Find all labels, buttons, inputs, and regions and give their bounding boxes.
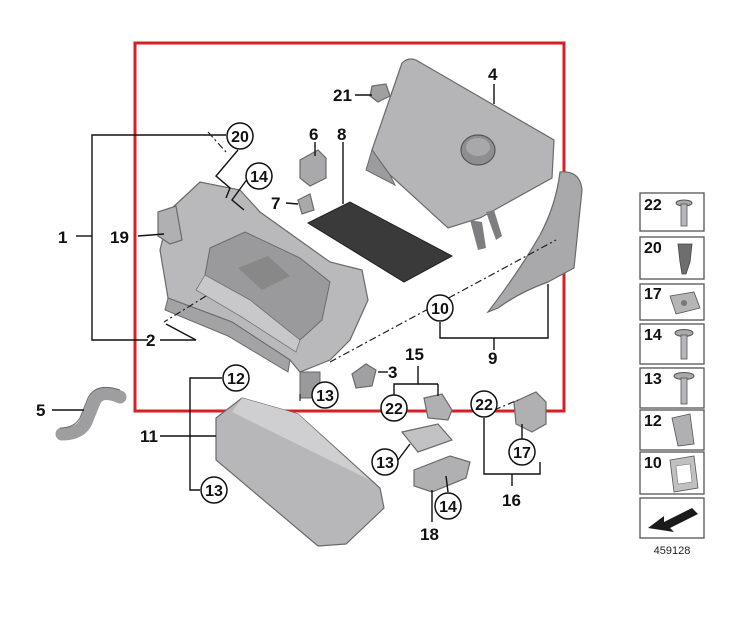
callout-19: 19 (110, 228, 129, 247)
callout-9: 9 (488, 349, 497, 368)
arrow-icon (648, 508, 698, 532)
part-glovebox-housing (159, 181, 369, 399)
callout-11: 11 (140, 427, 158, 446)
callout-16: 16 (502, 491, 521, 510)
callout-10: 10 (426, 294, 454, 322)
callout-22-right: 22 (470, 390, 498, 418)
part-bracket-15 (423, 393, 453, 421)
svg-text:22: 22 (475, 397, 493, 414)
part-plate-13 (400, 423, 454, 453)
svg-text:17: 17 (513, 445, 531, 462)
callout-2: 2 (146, 331, 155, 350)
callout-5: 5 (36, 401, 45, 420)
spring-clip-icon (671, 413, 695, 447)
plug-icon (677, 243, 693, 275)
clip-nut-icon (669, 291, 701, 315)
part-hose (55, 387, 127, 441)
svg-text:10: 10 (644, 455, 662, 472)
part-clip-3 (351, 363, 377, 389)
diagram-id: 459128 (654, 545, 691, 557)
screw-icon (674, 329, 694, 360)
part-mat (306, 201, 454, 283)
part-glovebox-lid (365, 58, 555, 250)
svg-text:22: 22 (385, 401, 403, 418)
callout-20: 20 (226, 122, 254, 150)
callout-14-lower: 14 (434, 492, 462, 520)
part-clip-21 (369, 83, 391, 103)
callout-17: 17 (508, 438, 536, 466)
svg-text:13: 13 (205, 483, 223, 500)
svg-text:10: 10 (431, 301, 449, 318)
svg-text:13: 13 (644, 371, 662, 388)
svg-text:20: 20 (231, 129, 249, 146)
svg-text:14: 14 (644, 327, 662, 344)
svg-text:14: 14 (439, 499, 457, 516)
fastener-legend: 22 20 17 14 13 12 (639, 192, 705, 557)
callout-15: 15 (405, 345, 424, 364)
screw-icon (675, 199, 693, 227)
part-bracket-18 (413, 455, 471, 493)
callout-18: 18 (420, 525, 439, 544)
part-clip-7 (297, 193, 315, 215)
svg-text:13: 13 (376, 455, 394, 472)
svg-text:12: 12 (644, 413, 662, 430)
callout-13-left: 13 (200, 476, 228, 504)
part-side-trim (486, 171, 583, 314)
legend-number: 22 (644, 197, 662, 214)
svg-text:14: 14 (250, 169, 268, 186)
callout-3: 3 (388, 363, 397, 382)
part-clip-6 (299, 149, 327, 187)
callout-4: 4 (488, 65, 498, 84)
callout-8: 8 (337, 125, 346, 144)
callout-14-upper: 14 (245, 162, 273, 190)
callout-1: 1 (58, 228, 67, 247)
callout-7: 7 (271, 194, 280, 213)
callout-13-upper: 13 (311, 381, 339, 409)
leader-lines (52, 84, 549, 522)
bracket-clip-icon (669, 455, 699, 493)
callout-6: 6 (309, 125, 318, 144)
callout-13-lower: 13 (371, 448, 399, 476)
assembly-lines (163, 131, 557, 411)
callout-12: 12 (222, 364, 250, 392)
svg-text:17: 17 (644, 286, 662, 303)
svg-text:20: 20 (644, 240, 662, 257)
svg-text:12: 12 (227, 371, 245, 388)
svg-text:13: 13 (316, 388, 334, 405)
callout-21: 21 (333, 86, 352, 105)
part-bracket-16 (513, 391, 547, 433)
screw-icon (673, 372, 695, 405)
callout-22-left: 22 (380, 394, 408, 422)
